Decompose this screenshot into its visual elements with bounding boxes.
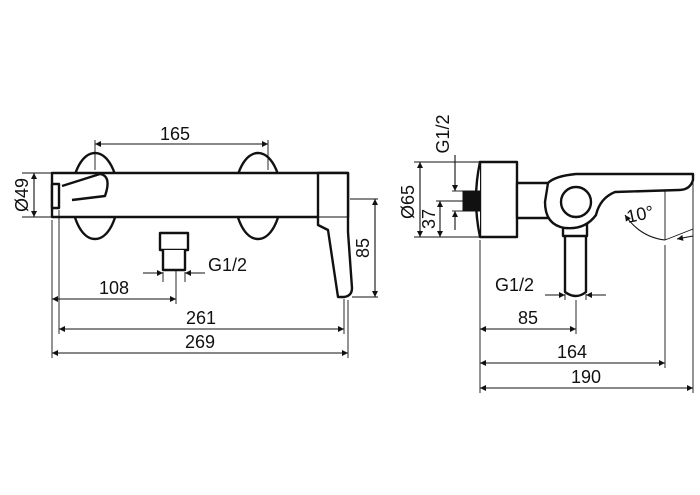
- side-rosette: [478, 160, 519, 239]
- front-dimensions: 165 Ø49 G1/2 108 85 261 269: [12, 124, 378, 358]
- dim-outlet-thread: G1/2: [208, 255, 247, 275]
- dim-side-85: 85: [518, 308, 538, 328]
- dim-angle-10: 10°: [625, 202, 656, 227]
- temperature-knob: [61, 172, 109, 202]
- lever-handle: [316, 171, 354, 299]
- inlet-connector: [462, 190, 481, 212]
- dim-37: 37: [419, 209, 439, 229]
- dim-inlet-thread: G1/2: [433, 114, 453, 153]
- dim-diameter-49: Ø49: [12, 178, 32, 212]
- dim-side-outlet-thread: G1/2: [495, 275, 534, 295]
- dim-108: 108: [99, 278, 129, 298]
- side-knob-circle: [559, 185, 593, 219]
- dim-190: 190: [571, 367, 601, 387]
- side-view: [462, 160, 695, 298]
- outlet-spout: [158, 231, 190, 252]
- front-view: [50, 151, 354, 299]
- side-outlet: [563, 222, 588, 298]
- dim-269: 269: [185, 332, 215, 352]
- side-dimensions: G1/2 Ø65 37 10° G1/2 85 164 19: [398, 114, 694, 393]
- dim-diameter-65: Ø65: [398, 185, 418, 219]
- dim-261: 261: [186, 308, 216, 328]
- left-end-cap: [50, 182, 61, 210]
- outlet-thread: [161, 250, 187, 272]
- dim-85-handle-drop: 85: [353, 238, 373, 258]
- dim-165: 165: [160, 124, 190, 144]
- dim-164: 164: [557, 342, 587, 362]
